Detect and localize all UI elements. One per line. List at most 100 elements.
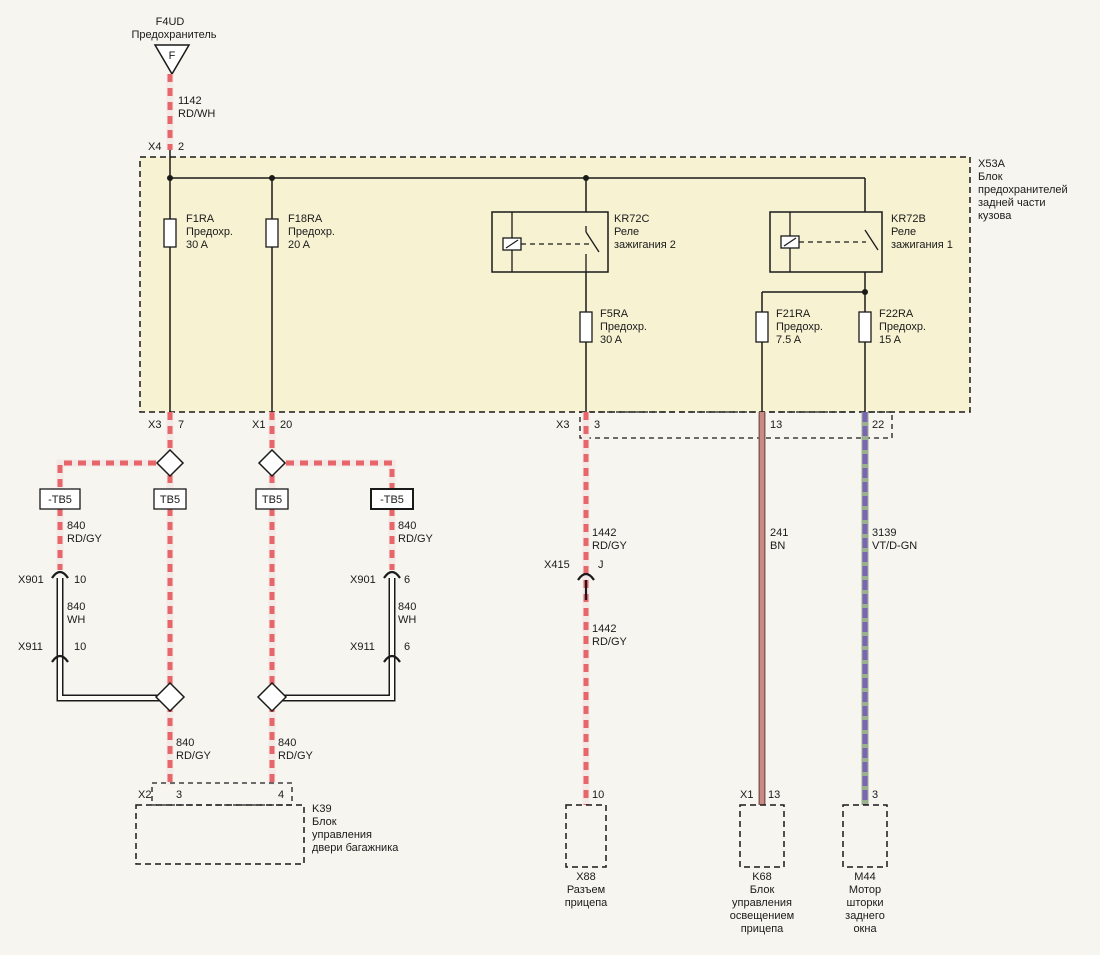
fuse-f1ra: F1RA Предохр. 30 A [163, 213, 233, 251]
svg-text:предохранителей: предохранителей [978, 184, 1068, 196]
svg-text:X901: X901 [350, 574, 376, 586]
svg-text:задней части: задней части [978, 197, 1046, 209]
svg-text:X53A: X53A [978, 158, 1006, 170]
svg-text:6: 6 [404, 574, 410, 586]
wire-labels-left: 840 RD/GY X901 10 840 WH X911 10 840 RD/… [18, 520, 212, 762]
wire-1142-circuit: 1142 [178, 95, 202, 107]
splice-top-right [257, 448, 287, 478]
svg-text:освещением: освещением [730, 910, 794, 922]
bus-node [167, 175, 173, 181]
splice-tb5-boxes: -TB5 TB5 TB5 -TB5 [39, 488, 414, 510]
svg-text:F18RA: F18RA [288, 213, 323, 225]
svg-text:Предохр.: Предохр. [776, 321, 823, 333]
splice-bottom-left [154, 681, 186, 713]
svg-text:X901: X901 [18, 574, 44, 586]
svg-text:двери багажника: двери багажника [312, 842, 399, 854]
feed-connector-name: X4 [148, 141, 161, 153]
wire-labels-right: 840 RD/GY X901 6 840 WH X911 6 840 RD/GY [278, 520, 434, 762]
svg-text:X3: X3 [148, 419, 161, 431]
component-m44: 3 M44 Мотор шторки заднего окна [842, 789, 888, 935]
svg-text:WH: WH [67, 614, 85, 626]
svg-text:Предохранитель: Предохранитель [131, 29, 216, 41]
svg-text:Предохр.: Предохр. [288, 226, 335, 238]
wire-3139-circuit: 3139 [872, 527, 896, 539]
svg-text:30 A: 30 A [186, 239, 209, 251]
svg-text:F22RA: F22RA [879, 308, 914, 320]
svg-text:J: J [598, 559, 604, 571]
svg-text:840: 840 [67, 601, 85, 613]
svg-text:X415: X415 [544, 559, 570, 571]
splice-top-left [155, 448, 185, 478]
svg-text:F: F [169, 50, 176, 62]
fuse-block-label: X53A Блок предохранителей задней части к… [978, 158, 1068, 222]
svg-text:1442: 1442 [592, 623, 616, 635]
svg-text:20 A: 20 A [288, 239, 311, 251]
svg-text:3: 3 [594, 419, 600, 431]
svg-text:шторки: шторки [847, 897, 884, 909]
svg-text:10: 10 [74, 574, 86, 586]
svg-text:F1RA: F1RA [186, 213, 215, 225]
svg-text:зажигания 1: зажигания 1 [891, 239, 953, 251]
svg-text:KR72C: KR72C [614, 213, 650, 225]
svg-text:прицепа: прицепа [565, 897, 608, 909]
out-pin-labels: X3 7 X1 20 X3 3 13 22 [148, 419, 884, 431]
svg-text:F5RA: F5RA [600, 308, 629, 320]
connector-x3-shroud [579, 411, 893, 439]
svg-text:7.5 A: 7.5 A [776, 334, 802, 346]
svg-text:13: 13 [768, 789, 780, 801]
relay-kr72c: KR72C Реле зажигания 2 [491, 211, 676, 273]
svg-text:30 A: 30 A [600, 334, 623, 346]
inline-connector-symbols [51, 570, 401, 663]
wire-1442-labels: 1442 RD/GY X415 J 1442 RD/GY [544, 527, 628, 648]
svg-text:22: 22 [872, 419, 884, 431]
svg-text:RD/GY: RD/GY [67, 533, 103, 545]
bus-node [269, 175, 275, 181]
svg-text:RD/GY: RD/GY [278, 750, 314, 762]
svg-text:Блок: Блок [978, 171, 1003, 183]
svg-text:зажигания 2: зажигания 2 [614, 239, 676, 251]
svg-text:840: 840 [176, 737, 194, 749]
svg-text:управления: управления [312, 829, 372, 841]
svg-text:M44: M44 [854, 871, 875, 883]
wire-840-rdgy [56, 412, 396, 785]
svg-text:840: 840 [278, 737, 296, 749]
svg-text:6: 6 [404, 641, 410, 653]
svg-text:Предохр.: Предохр. [186, 226, 233, 238]
svg-text:WH: WH [398, 614, 416, 626]
component-x88: 10 X88 Разъем прицепа [565, 789, 608, 909]
svg-text:X88: X88 [576, 871, 596, 883]
splice-bottom-right [256, 681, 288, 713]
svg-text:-TB5: -TB5 [48, 494, 72, 506]
svg-text:кузова: кузова [978, 210, 1012, 222]
svg-text:X1: X1 [740, 789, 753, 801]
svg-text:Блок: Блок [312, 816, 337, 828]
svg-text:-TB5: -TB5 [380, 494, 404, 506]
svg-text:13: 13 [770, 419, 782, 431]
svg-text:Предохр.: Предохр. [879, 321, 926, 333]
svg-text:RD/GY: RD/GY [592, 540, 628, 552]
svg-text:RD/GY: RD/GY [592, 636, 628, 648]
svg-text:управления: управления [732, 897, 792, 909]
wire-1442 [577, 412, 595, 805]
svg-text:15 A: 15 A [879, 334, 902, 346]
svg-text:Блок: Блок [750, 884, 775, 896]
svg-text:KR72B: KR72B [891, 213, 926, 225]
wire-241-color: BN [770, 540, 785, 552]
svg-text:4: 4 [278, 789, 284, 801]
svg-text:Реле: Реле [891, 226, 916, 238]
svg-text:Мотор: Мотор [849, 884, 881, 896]
fuse-f21ra: F21RA Предохр. 7.5 A [755, 308, 823, 346]
svg-text:X2: X2 [138, 789, 151, 801]
fuse-f22ra: F22RA Предохр. 15 A [858, 308, 926, 346]
bus-node [583, 175, 589, 181]
fuse-block-x53a [139, 156, 971, 413]
svg-text:X3: X3 [556, 419, 569, 431]
svg-text:F21RA: F21RA [776, 308, 811, 320]
bus-node [862, 289, 868, 295]
svg-text:RD/GY: RD/GY [398, 533, 434, 545]
svg-text:X911: X911 [350, 641, 375, 653]
svg-text:K68: K68 [752, 871, 772, 883]
svg-text:10: 10 [592, 789, 604, 801]
svg-text:окна: окна [853, 923, 877, 935]
svg-text:X911: X911 [18, 641, 43, 653]
